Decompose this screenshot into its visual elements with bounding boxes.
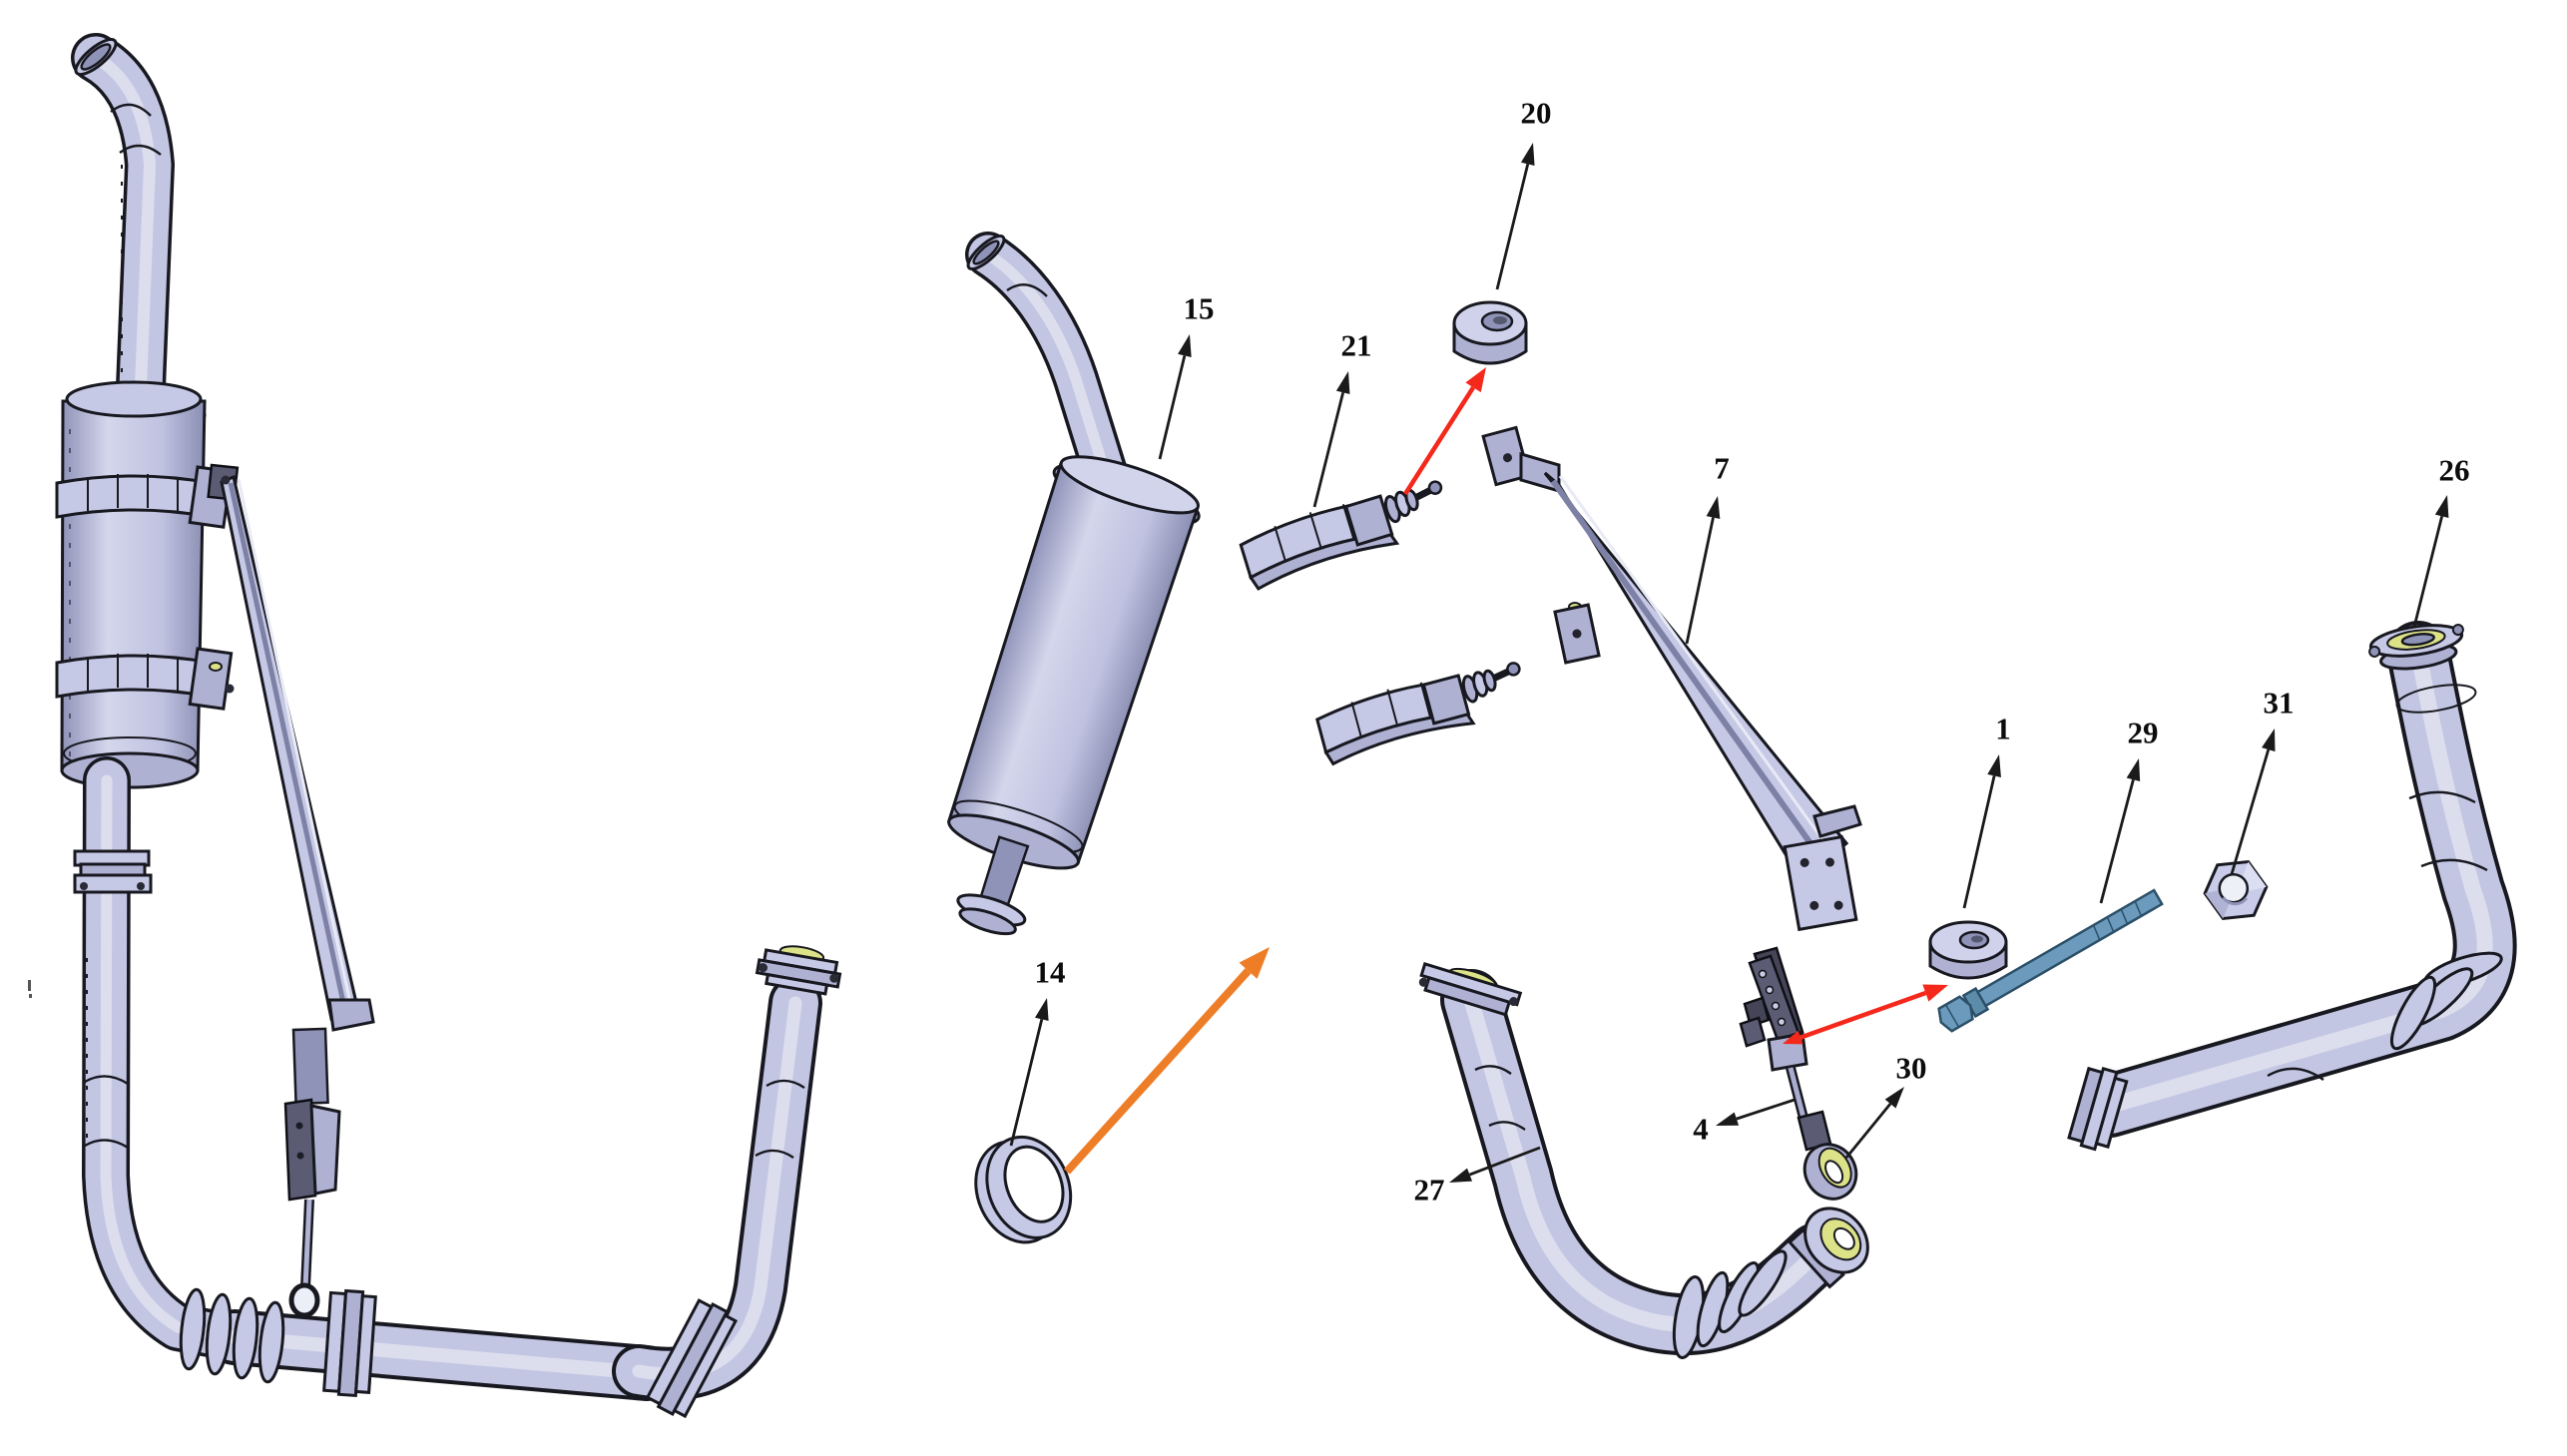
- exploded-rubber-damper-part20: [1452, 300, 1528, 365]
- part-label-1: 1: [1995, 712, 2011, 746]
- leader-arrowhead: [1449, 1168, 1473, 1183]
- assembly-arrow-gasket-ring-to-muffler-outlet: [1064, 947, 1270, 1175]
- part-label-26: 26: [2439, 453, 2470, 488]
- exploded-hex-bolt-part29: [1937, 888, 2164, 1033]
- part-label-30: 30: [1896, 1051, 1927, 1086]
- callout-gasket-ring: 14: [1009, 955, 1066, 1147]
- assembled-view: [28, 33, 842, 1419]
- part-label-15: 15: [1184, 291, 1215, 326]
- part-label-27: 27: [1414, 1173, 1445, 1208]
- assembled-hanger: [283, 1027, 341, 1318]
- leader-arrowhead: [1178, 334, 1192, 358]
- callout-support-bracket: 7: [1685, 451, 1730, 645]
- exploded-rubber-mount-part1: [1928, 920, 2008, 980]
- exploded-view: [947, 232, 2517, 1359]
- part-label-20: 20: [1521, 96, 1552, 131]
- part-label-29: 29: [2128, 716, 2159, 750]
- assembled-pipe-clamp: [322, 1288, 377, 1398]
- leader-arrowhead: [1034, 998, 1049, 1022]
- margin-artifact: [28, 980, 32, 998]
- leader-arrowhead: [2262, 728, 2276, 752]
- callout-rubber-damper: 20: [1495, 96, 1552, 290]
- exploded-band-clamp-b-part21: [1315, 662, 1521, 766]
- callout-hex-nut: 31: [2230, 686, 2295, 875]
- assembled-elbow-clamp: [645, 1298, 739, 1419]
- assembly-arrow-hanger-bracket-to-mount: [1783, 984, 1948, 1045]
- leader-arrowhead: [1716, 1112, 1740, 1126]
- leader-arrowhead: [1335, 371, 1350, 395]
- exploded-hanger-part4: [1739, 946, 1858, 1201]
- exploded-band-clamp-a-part21: [1239, 480, 1443, 591]
- assembled-horizontal-pipe: [179, 1287, 675, 1401]
- exploded-gasket-ring-part14: [974, 1135, 1073, 1244]
- assembled-inlet-flange: [755, 945, 842, 996]
- exploded-tail-pipe-part26: [2067, 621, 2517, 1152]
- assembly-arrow-clamp-bolt-to-damper: [1403, 367, 1486, 496]
- callout-hex-bolt: 29: [2099, 716, 2159, 904]
- callout-muffler: 15: [1158, 291, 1215, 460]
- leader-arrowhead: [2434, 495, 2449, 519]
- exploded-front-pipe-part27: [1418, 962, 1869, 1359]
- part-label-21: 21: [1341, 328, 1372, 363]
- assembled-support-strut: [207, 463, 375, 1032]
- leader-arrowhead: [2126, 758, 2141, 782]
- assembled-stack-pipe: [71, 33, 175, 412]
- part-label-4: 4: [1693, 1112, 1709, 1147]
- callout-band-clamp: 21: [1312, 328, 1372, 508]
- exploded-clamp-ring-part30: [1802, 1143, 1858, 1201]
- part-label-7: 7: [1714, 451, 1730, 486]
- leader-arrowhead: [1987, 754, 2001, 778]
- exploded-hex-nut-part31: [2203, 859, 2269, 921]
- callout-rubber-mount: 1: [1962, 712, 2011, 909]
- part-label-14: 14: [1035, 955, 1066, 990]
- assembled-downpipe: [73, 756, 265, 1363]
- leader-arrowhead: [1520, 143, 1535, 167]
- part-label-31: 31: [2264, 686, 2295, 721]
- assembled-muffler-clamp-lower: [55, 647, 235, 711]
- exploded-support-bracket-part7: [1481, 425, 1862, 932]
- assembled-riser-pipe: [612, 945, 842, 1419]
- callout-hanger-rod: 4: [1693, 1098, 1796, 1147]
- callout-front-exhaust-pipe: 27: [1414, 1146, 1541, 1208]
- callout-tail-pipe: 26: [2412, 453, 2470, 628]
- assembled-muffler: [60, 380, 207, 789]
- leader-arrowhead: [1706, 496, 1721, 519]
- exploded-muffler-part15: [947, 232, 1201, 936]
- callout-clamp-ring: 30: [1844, 1051, 1927, 1159]
- assembled-bellows: [179, 1287, 285, 1384]
- annotation-layer: 20 15 21 7 26 1 29 31 14 27 4 30: [1009, 96, 2470, 1208]
- leader-arrowhead: [1884, 1087, 1904, 1109]
